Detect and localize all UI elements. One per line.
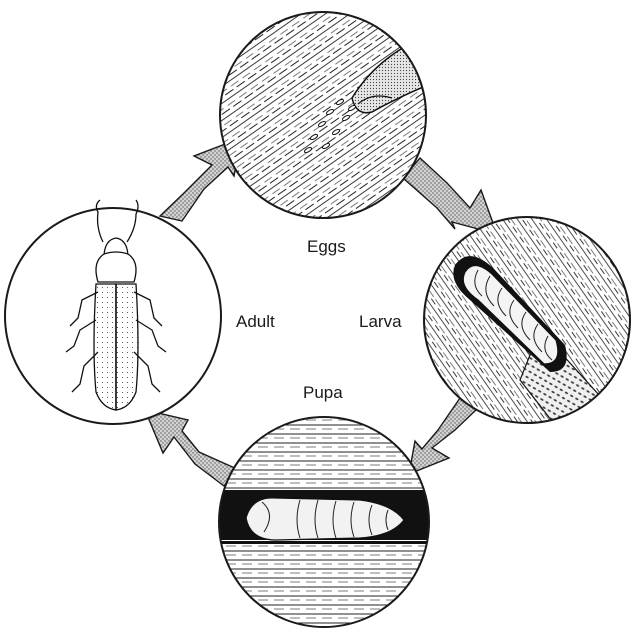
- arrow-eggs-to-larva: [403, 158, 497, 234]
- label-adult: Adult: [236, 312, 275, 332]
- eggs-stage-illustration: [210, 10, 440, 220]
- label-eggs: Eggs: [307, 237, 346, 257]
- adult-stage-illustration: [5, 200, 221, 424]
- pupa-stage-illustration: [215, 415, 435, 630]
- label-pupa: Pupa: [303, 383, 343, 403]
- arrow-pupa-to-adult: [145, 410, 237, 486]
- arrow-larva-to-pupa: [409, 398, 478, 474]
- label-larva: Larva: [359, 312, 402, 332]
